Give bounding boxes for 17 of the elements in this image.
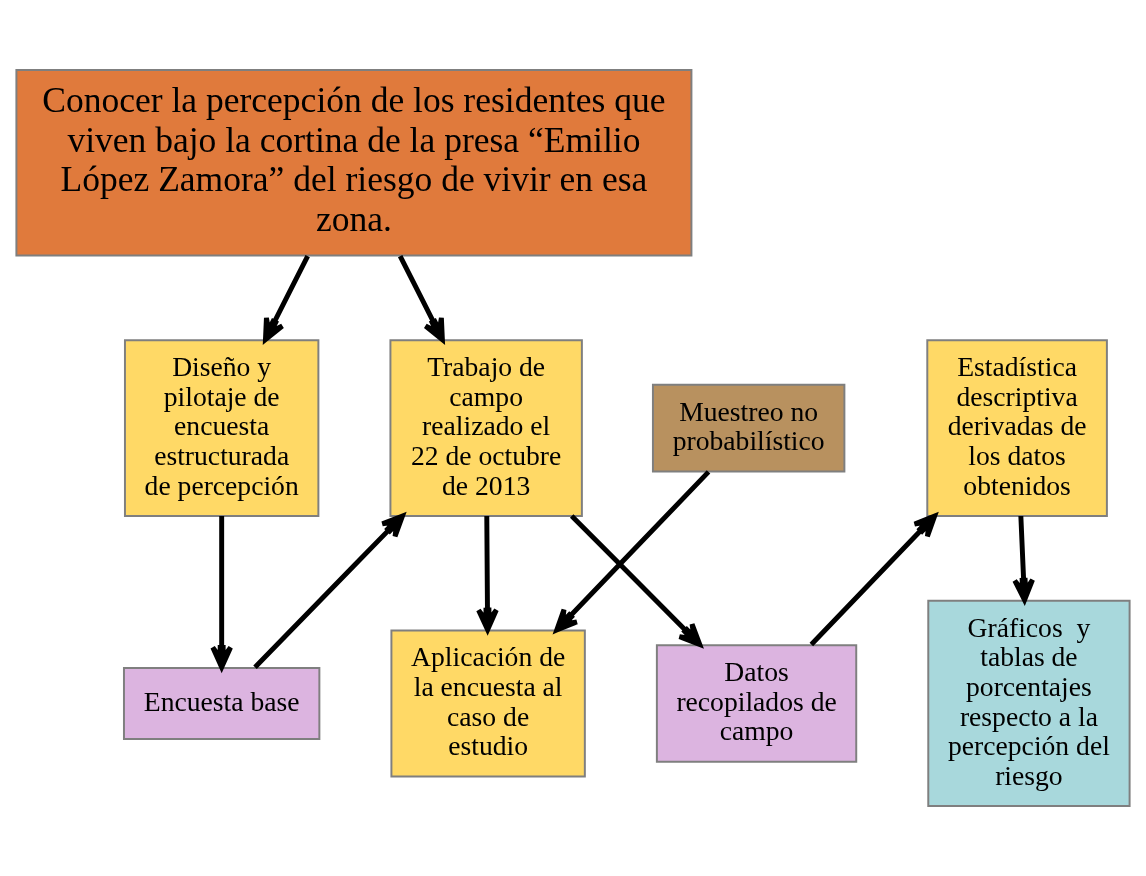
arrow (569, 514, 703, 647)
arrow (554, 470, 711, 633)
arrow (263, 255, 310, 343)
node-box: Estadística descriptiva derivadas de los datos obtenidos (926, 339, 1108, 517)
node-box: Diseño y pilotaje de encuesta estructurada de percepción (123, 339, 320, 517)
arrow (253, 513, 405, 669)
node-box: Aplicación de la encuesta al caso de estudio (390, 629, 586, 778)
arrow (809, 513, 938, 647)
node-box: Encuesta base (123, 666, 321, 740)
arrow (397, 255, 445, 343)
node-box: Conocer la percepción de los residentes que viven bajo la cortina de la presa “Emilio López Zamora” del riesgo de vivir en esa zona. (15, 68, 693, 257)
node-box: Gráficos y tablas de porcentajes respecto a la percepción del riesgo (927, 599, 1131, 808)
node-box: Datos recopilados de campo (655, 644, 858, 763)
arrow (476, 515, 499, 633)
node-box: Trabajo de campo realizado el 22 de octubre de 2013 (389, 339, 583, 517)
arrow (1012, 515, 1035, 603)
node-box: Muestreo no probabilístico (651, 383, 846, 473)
